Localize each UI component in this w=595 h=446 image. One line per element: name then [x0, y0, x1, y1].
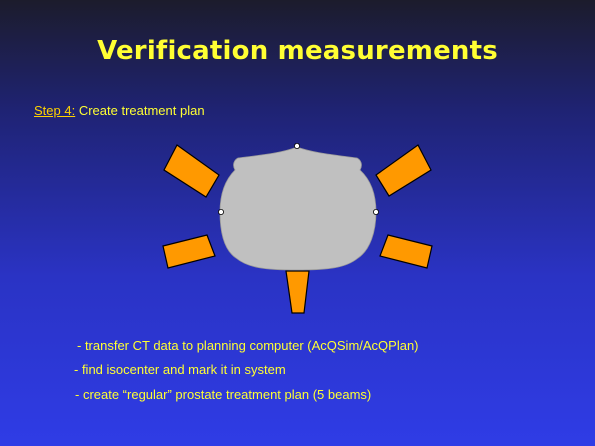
step-line: Step 4: Create treatment plan: [34, 103, 205, 118]
marker-right: [372, 208, 379, 215]
step-text: Create treatment plan: [78, 103, 205, 118]
marker-top: [293, 142, 300, 149]
bullet-item: - transfer CT data to planning computer …: [77, 338, 419, 353]
bullet-list: - transfer CT data to planning computer …: [74, 335, 419, 405]
bullet-item: - create “regular” prostate treatment pl…: [75, 387, 372, 402]
phantom-body: [219, 146, 377, 271]
slide-title: Verification measurements: [97, 36, 498, 66]
beam-lower-right: [379, 234, 433, 269]
bullet-item: - find isocenter and mark it in system: [74, 362, 286, 377]
beam-lower-left: [162, 234, 216, 269]
step-label: Step 4:: [34, 103, 76, 118]
beam-upper-right: [375, 144, 432, 197]
marker-left: [217, 208, 224, 215]
beam-upper-left: [163, 144, 220, 198]
beam-bottom: [285, 270, 310, 314]
